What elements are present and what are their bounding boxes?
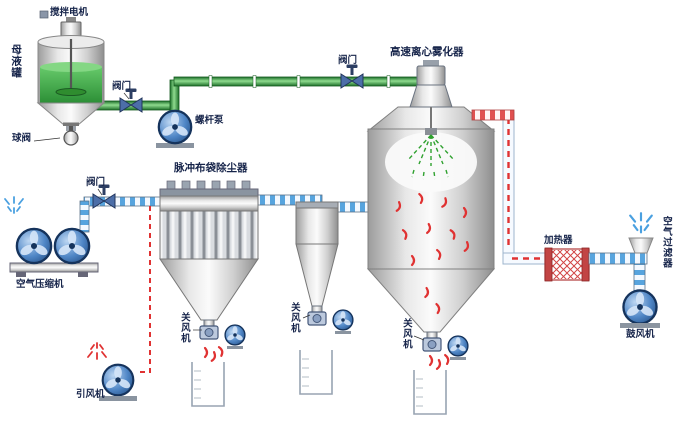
compressor-foot: [16, 272, 26, 277]
bag-filter-label: 脉冲布袋除尘器: [174, 162, 248, 174]
tower-to-cyclone-pipe: [337, 201, 369, 213]
compressor-intake-icon: [4, 196, 24, 214]
screw-pump: [156, 109, 194, 148]
compressor-riser-pipe: [79, 200, 90, 233]
air-valve-label: 阀门: [86, 177, 106, 188]
air-compressor-label: 空气压缩机: [16, 279, 64, 290]
tank-label: 母液罐: [10, 44, 23, 79]
cyclone-top-plate: [295, 201, 339, 209]
atomizer-label: 高速离心雾化器: [390, 46, 464, 58]
filter-top-plate: [159, 188, 259, 197]
rotary-valve-icon: [199, 319, 219, 340]
rotary-fan-icon: [224, 324, 246, 346]
rotary-valve-1-label: 关风机: [178, 312, 190, 344]
compressor-foot: [78, 272, 88, 277]
agitator-impeller: [55, 88, 87, 96]
ball-valve-label: 球阀: [12, 133, 32, 144]
compressor-fan-icon: [15, 227, 53, 265]
blower-line: [588, 212, 660, 328]
atomizer-cap: [423, 60, 439, 66]
feed-pipe: [95, 75, 421, 114]
induced-fan-label: 引风机: [76, 389, 105, 400]
collection-beaker: [299, 349, 333, 395]
blower-fan-icon: [622, 289, 658, 325]
heater: [544, 247, 590, 282]
spray-nozzle: [425, 128, 437, 135]
spray-zone: [385, 132, 477, 192]
atomizer-cone: [409, 84, 453, 108]
collection-beaker: [413, 369, 447, 415]
rotary-discharge-2: [299, 305, 354, 395]
filter-bags: [159, 210, 259, 260]
heater-elements: [552, 250, 582, 279]
cyclone-separator: [295, 201, 339, 307]
induced-fan-icon: [101, 363, 135, 397]
hot-air-line: [471, 109, 548, 265]
line-valve-label: 阀门: [338, 55, 358, 66]
bag-dust-collector: [159, 180, 259, 321]
pipe-flange: [208, 75, 391, 88]
rotary-discharge-1: [191, 319, 246, 407]
screw-pump-label: 螺杆泵: [195, 115, 224, 126]
cyclone-body: [295, 207, 339, 245]
tower-hot-inlet-elbow: [471, 109, 515, 121]
filter-cone: [159, 258, 259, 321]
collection-beaker: [191, 361, 225, 407]
rotary-valve-icon: [422, 331, 442, 352]
feed-valve-label: 阀门: [112, 81, 132, 92]
ball-valve-icon: [63, 122, 79, 146]
tank-cone: [36, 102, 106, 126]
exhaust-spray-icon: [87, 342, 107, 360]
blower-label: 鼓风机: [626, 329, 655, 340]
spray-tower: [366, 60, 496, 333]
screw-pump-fan-icon: [157, 109, 193, 145]
induced-fan-base: [99, 396, 137, 401]
stir-motor-label: 搅拌电机: [50, 7, 89, 18]
blower-base: [620, 323, 660, 328]
rotary-fan-icon: [332, 309, 354, 331]
heater-flange-left: [544, 247, 553, 282]
air-intake-icon: [629, 212, 653, 234]
blower-riser-pipe: [633, 263, 646, 293]
air-filter-label: 空气过滤器: [660, 216, 672, 269]
leader-lines: [33, 92, 425, 341]
atomizer-motor: [416, 65, 446, 86]
tower-cone: [366, 268, 496, 333]
induced-draft-fan-unit: [87, 206, 151, 401]
rotary-fan-icon: [447, 335, 469, 357]
heater-flange-right: [581, 247, 590, 282]
rotary-valve-icon: [307, 305, 327, 326]
cyclone-cone: [295, 243, 339, 307]
mother-liquor-tank: [36, 10, 106, 146]
rotary-valve-3-label: 关风机: [400, 318, 412, 350]
compressor-base: [9, 262, 99, 273]
exhaust-duct-dashes: [136, 206, 151, 373]
pulse-valves: [166, 180, 251, 190]
air-compressor-unit: [4, 196, 99, 277]
compressor-fan-icon: [53, 227, 91, 265]
spray-lines: [407, 134, 455, 180]
rotary-valve-2-label: 关风机: [288, 302, 300, 334]
stir-motor-icon: [39, 10, 49, 19]
air-filter-funnel: [628, 237, 654, 254]
motor-cap: [66, 17, 76, 22]
rotary-discharge-3: [413, 331, 469, 415]
blower-discharge-pipe: [588, 252, 648, 265]
pump-base: [156, 143, 194, 148]
heater-label: 加热器: [544, 235, 573, 246]
filter-plenum: [159, 195, 259, 212]
